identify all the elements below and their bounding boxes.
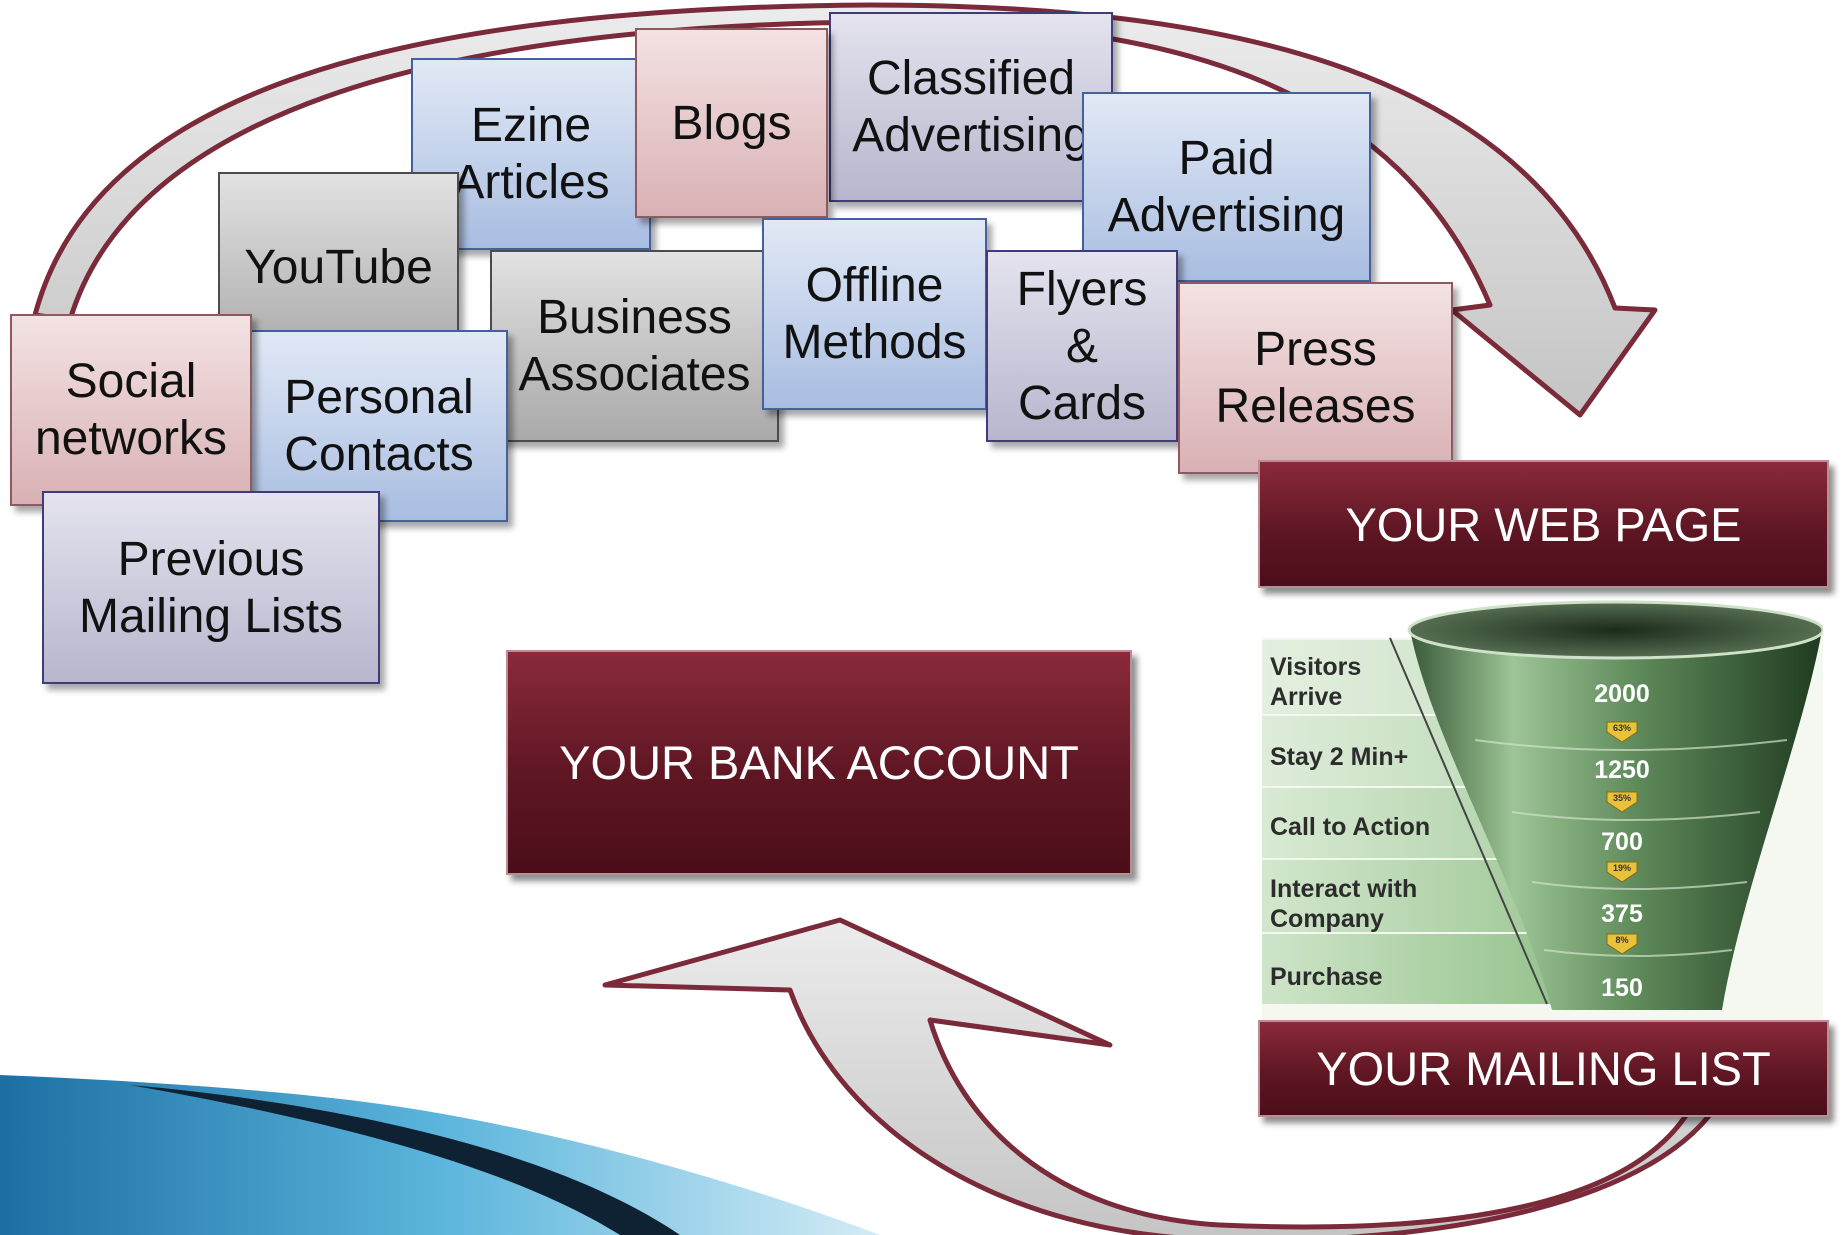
source-social-networks: Social networks bbox=[10, 314, 252, 506]
source-label: Flyers & Cards bbox=[1016, 262, 1148, 430]
source-label: Classified Advertising bbox=[852, 52, 1090, 162]
conversion-funnel: Visitors Arrive Stay 2 Min+ Call to Acti… bbox=[1262, 590, 1823, 1026]
source-personal-contacts: Personal Contacts bbox=[250, 330, 508, 522]
funnel-conversion-rate: 35% bbox=[1612, 793, 1631, 803]
source-label: Social networks bbox=[34, 355, 228, 465]
funnel-stage-label: Interact with Company bbox=[1270, 875, 1418, 933]
source-label: Press Releases bbox=[1215, 323, 1416, 433]
source-flyers-and-cards: Flyers & Cards bbox=[986, 250, 1178, 442]
funnel-graphic bbox=[1262, 600, 1823, 1026]
source-label: Offline Methods bbox=[782, 259, 967, 369]
source-paid-advertising: Paid Advertising bbox=[1082, 92, 1371, 282]
funnel-stage-value: 150 bbox=[1601, 974, 1643, 1002]
bank-account-box: YOUR BANK ACCOUNT bbox=[506, 650, 1132, 875]
source-classified-advertising: Classified Advertising bbox=[829, 12, 1113, 202]
top-curved-arrow bbox=[32, 2, 1658, 418]
corner-swoosh-dark bbox=[130, 1085, 680, 1235]
source-previous-mailing-lists: Previous Mailing Lists bbox=[42, 491, 380, 684]
bottom-curved-arrow bbox=[602, 917, 1723, 1235]
web-page-box: YOUR WEB PAGE bbox=[1258, 460, 1829, 588]
source-label: Blogs bbox=[671, 96, 792, 150]
funnel-stage-value: 2000 bbox=[1594, 680, 1650, 708]
funnel-stage-value: 700 bbox=[1601, 828, 1643, 856]
source-business-associates: Business Associates bbox=[490, 250, 779, 442]
source-label: Paid Advertising bbox=[1107, 132, 1346, 242]
source-blogs: Blogs bbox=[635, 28, 828, 218]
funnel-stage-label: Purchase bbox=[1270, 963, 1383, 991]
source-ezine-articles: Ezine Articles bbox=[411, 58, 651, 250]
mailing-list-label: YOUR MAILING LIST bbox=[1316, 1042, 1771, 1095]
funnel-stage-value: 375 bbox=[1601, 900, 1643, 928]
funnel-conversion-rate: 8% bbox=[1615, 935, 1629, 945]
source-label: Ezine Articles bbox=[452, 99, 610, 209]
funnel-stage-label: Visitors Arrive bbox=[1270, 653, 1362, 711]
source-label: Previous Mailing Lists bbox=[78, 532, 344, 643]
funnel-conversion-rate: 63% bbox=[1612, 723, 1631, 733]
funnel-conversion-rate: 19% bbox=[1612, 863, 1631, 873]
source-label: Business Associates bbox=[518, 291, 751, 401]
source-label: YouTube bbox=[244, 240, 433, 294]
bank-account-label: YOUR BANK ACCOUNT bbox=[559, 736, 1079, 789]
source-label: Personal Contacts bbox=[284, 371, 474, 481]
funnel-stage-label: Call to Action bbox=[1270, 813, 1431, 841]
mailing-list-box: YOUR MAILING LIST bbox=[1258, 1020, 1829, 1117]
source-press-releases: Press Releases bbox=[1178, 282, 1453, 474]
web-page-label: YOUR WEB PAGE bbox=[1345, 497, 1742, 551]
source-offline-methods: Offline Methods bbox=[762, 218, 987, 410]
funnel-stage-label: Stay 2 Min+ bbox=[1270, 743, 1409, 771]
funnel-stage-value: 1250 bbox=[1594, 756, 1650, 784]
